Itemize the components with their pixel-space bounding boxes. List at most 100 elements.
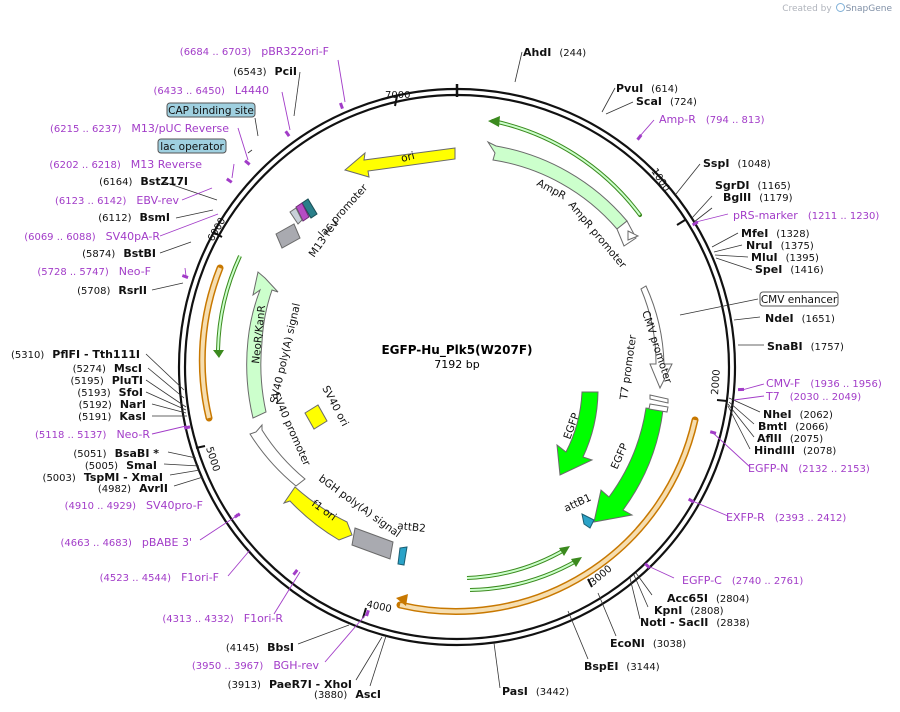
site-bglii: BglII(1179) — [723, 191, 793, 204]
site-pvui: PvuI(614) — [616, 82, 678, 95]
primer-arrows — [213, 116, 642, 592]
restriction-sites: AhdI(244) PvuI(614) ScaI(724) SspI(1048)… — [11, 46, 844, 701]
lac-operator-feature — [301, 198, 318, 219]
sv40-polya-feature — [275, 223, 301, 249]
site-sgrdi: SgrDI(1165) — [715, 179, 791, 192]
site-bsmi: (6112)BsmI — [98, 211, 170, 224]
primer-sv40pro-f: (4910 .. 4929)SV40pro-F — [65, 499, 203, 512]
primer-leader-lines — [151, 59, 765, 663]
site-snabi: SnaBI(1757) — [767, 340, 844, 353]
site-pflfi-tth111i: (5310)PflFI - Tth111I — [11, 348, 140, 361]
site-bspei: BspEI(3144) — [584, 660, 660, 673]
primer-neo-r: (5118 .. 5137)Neo-R — [35, 428, 150, 441]
cap-site-feature — [289, 207, 303, 225]
egfp-feature-2 — [593, 407, 664, 523]
site-acc65i: Acc65I(2804) — [667, 592, 749, 605]
primer-cmv-f: CMV-F(1936 .. 1956) — [766, 377, 882, 390]
tick-label-6000: 6000 — [206, 216, 228, 244]
site-pluti: (5195)PluTI — [70, 374, 143, 387]
label-lac-promoter: lac promoter — [316, 182, 370, 240]
site-sfoi: (5193)SfoI — [77, 386, 143, 399]
primer-f1ori-r: (4313 .. 4332)F1ori-R — [162, 612, 283, 625]
primer-labels: Amp-R(794 .. 813) pRS-marker(1211 .. 123… — [24, 45, 882, 672]
t7-promoter-feature — [649, 394, 669, 404]
sv40-promoter-feature — [249, 423, 306, 487]
credit-brand: SnapGene — [845, 4, 892, 14]
box-cmv-enhancer: CMV enhancer — [761, 294, 838, 306]
site-asci: (3880)AscI — [314, 688, 381, 701]
site-nrui: NruI(1375) — [746, 239, 814, 252]
site-bmti: BmtI(2066) — [758, 420, 829, 433]
label-ori: ori — [400, 150, 416, 165]
primer-pbabe-3: (4663 .. 4683)pBABE 3' — [61, 536, 193, 549]
primer-f1ori-f: (4523 .. 4544)F1ori-F — [100, 571, 219, 584]
site-bstbi: (5874)BstBI — [82, 247, 156, 260]
sv40-ori-feature — [304, 404, 328, 430]
primer-t7: T7(2030 .. 2049) — [765, 390, 861, 403]
site-smai: (5005)SmaI — [85, 459, 157, 472]
site-bstz17i: (6164)BstZ17I — [99, 175, 188, 188]
box-cap-binding-site: CAP binding site — [168, 105, 254, 117]
features — [246, 140, 673, 566]
primer-m13-puc-reverse: (6215 .. 6237)M13/pUC Reverse — [50, 122, 229, 135]
leader-lines — [145, 51, 788, 689]
site-sspi: SspI(1048) — [703, 157, 771, 170]
snapgene-credit: Created by SnapGene — [782, 3, 892, 14]
site-kpni: KpnI(2808) — [654, 604, 724, 617]
primer-pbr322ori-f: (6684 .. 6703)pBR322ori-F — [180, 45, 329, 58]
snapgene-logo-icon — [835, 3, 845, 12]
orf-arcs — [198, 264, 699, 615]
site-tspmi-xmai: (5003)TspMI - XmaI — [43, 471, 163, 484]
site-msci: (5274)MscI — [73, 362, 142, 375]
neor-kanr-feature — [246, 271, 279, 419]
site-nhei: NheI(2062) — [763, 408, 833, 421]
plasmid-name: EGFP-Hu_Plk5(W207F) — [381, 343, 532, 358]
primer-l4440: (6433 .. 6450)L4440 — [153, 84, 269, 97]
label-sv40-polya: SV40 poly(A) signal — [268, 302, 303, 405]
primer-marks — [181, 102, 745, 617]
box-lac-operator: lac operator — [160, 141, 224, 153]
primer-sv40pa-r: (6069 .. 6088)SV40pA-R — [24, 230, 160, 243]
primer-m13-reverse: (6202 .. 6218)M13 Reverse — [49, 158, 202, 171]
site-bsabi: (5051)BsaBI * — [73, 447, 159, 460]
site-ahdi: AhdI(244) — [523, 46, 586, 59]
site-mlui: MluI(1395) — [751, 251, 819, 264]
cmv-promoter-feature — [640, 285, 673, 390]
boxed-labels: CMV enhancer lac operator CAP binding si… — [157, 102, 839, 307]
tick-label-7000: 7000 — [385, 90, 410, 101]
site-kasi: (5191)KasI — [78, 410, 146, 423]
site-spei: SpeI(1416) — [755, 263, 824, 276]
tick-label-4000: 4000 — [365, 599, 392, 615]
site-econi: EcoNI(3038) — [610, 637, 686, 650]
ori-feature — [343, 147, 456, 178]
label-attb1: attB1 — [562, 492, 593, 515]
attb2-feature — [397, 546, 408, 566]
primer-ebv-rev: (6123 .. 6142)EBV-rev — [55, 194, 179, 207]
bgh-polya-feature — [351, 527, 394, 560]
site-hindiii: HindIII(2078) — [754, 444, 836, 457]
plasmid-length: 7192 bp — [434, 358, 479, 371]
site-bbsi: (4145)BbsI — [226, 641, 294, 654]
primer-prs-marker: pRS-marker(1211 .. 1230) — [733, 209, 879, 222]
primer-neo-f: (5728 .. 5747)Neo-F — [37, 265, 151, 278]
primer-bgh-rev: (3950 .. 3967)BGH-rev — [192, 659, 320, 672]
site-pasi: PasI(3442) — [502, 685, 569, 698]
site-noti-sacii: NotI - SacII(2838) — [640, 616, 750, 629]
site-nari: (5192)NarI — [79, 398, 146, 411]
attb1-feature — [581, 513, 595, 529]
site-avrii: (4982)AvrII — [98, 482, 168, 495]
ampr-promoter-feature — [616, 220, 637, 247]
egfp-feature-1 — [556, 391, 599, 476]
site-aflii: AflII(2075) — [757, 432, 823, 445]
tick-label-1000: 1000 — [648, 167, 671, 194]
site-scai: ScaI(724) — [636, 95, 697, 108]
credit-prefix: Created by — [782, 4, 832, 14]
f1-ori-feature — [282, 486, 353, 541]
site-pcii: (6543)PciI — [233, 65, 297, 78]
site-ndei: NdeI(1651) — [765, 312, 835, 325]
tick-label-2000: 2000 — [710, 369, 723, 395]
primer-exfp-r: EXFP-R(2393 .. 2412) — [726, 511, 846, 524]
label-t7-promoter: T7 promoter — [618, 334, 639, 402]
site-paer7i-xhoi: (3913)PaeR7I - XhoI — [228, 678, 352, 691]
